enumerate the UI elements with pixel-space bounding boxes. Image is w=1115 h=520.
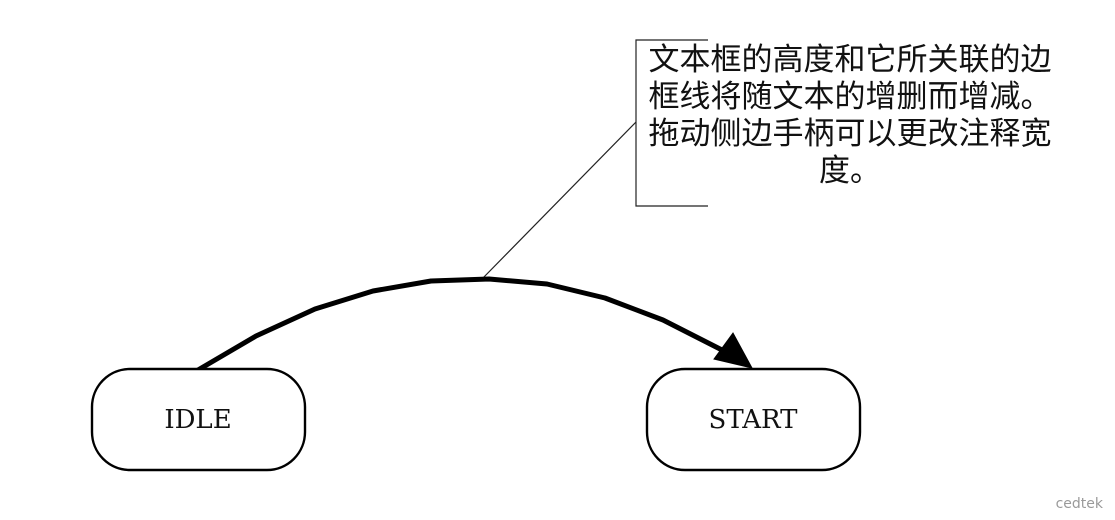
annotation-leader-line	[481, 121, 637, 280]
state-idle-box[interactable]	[90, 367, 307, 472]
transition-arrowhead-icon	[713, 332, 753, 369]
transition-arc[interactable]	[195, 276, 725, 373]
state-idle-label: IDLE	[164, 405, 231, 435]
state-start-box[interactable]	[645, 367, 862, 472]
watermark-text: cedtek	[1055, 496, 1103, 512]
state-idle[interactable]: IDLE	[90, 367, 307, 472]
annotation-text[interactable]: 文本框的高度和它所关联的边框线将随文本的增删而增减。拖动侧边手柄可以更改注释宽度…	[648, 42, 1052, 189]
state-start[interactable]: START	[645, 367, 862, 472]
annotation-bracket[interactable]	[635, 39, 708, 207]
state-start-label: START	[709, 405, 799, 435]
